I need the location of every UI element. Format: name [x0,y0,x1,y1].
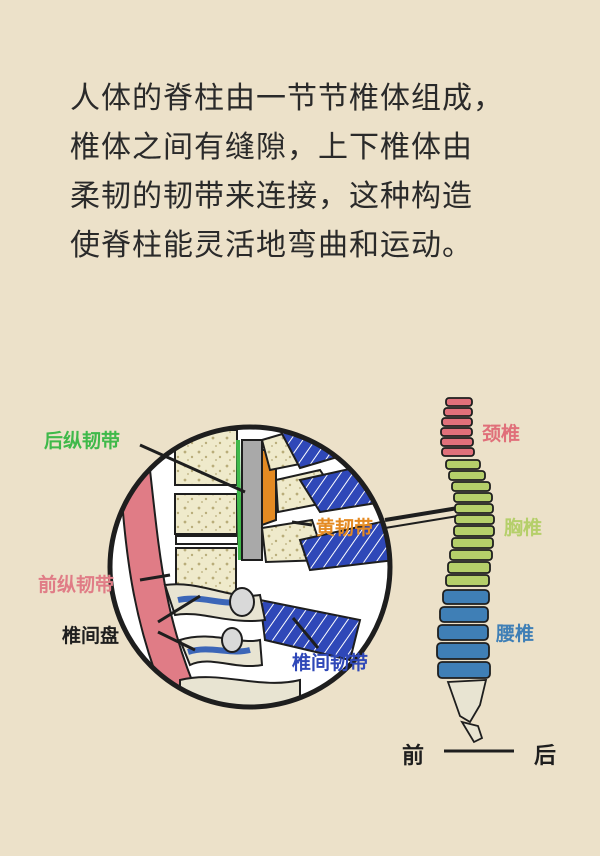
label-thoracic: 胸椎 [504,517,543,539]
label-cervical: 颈椎 [482,423,521,445]
label-yellow-ligament: 黄韧带 [316,517,374,539]
intro-line-2: 椎体之间有缝隙，上下椎体由 [70,130,473,165]
intro-line-4: 使脊柱能灵活地弯曲和运动。 [70,228,473,263]
label-front: 前 [402,743,425,769]
intro-line-1: 人体的脊柱由一节节椎体组成， [70,81,504,116]
label-disc: 椎间盘 [62,625,120,647]
label-back: 后 [534,743,557,769]
posterior-ligament-shape [236,439,242,561]
thoracic-segment [445,459,495,587]
sacrum [446,679,488,744]
label-anterior-ligament: 前纵韧带 [38,574,115,596]
label-interspinous-ligament: 椎间韧带 [292,652,369,674]
pointer-lines [139,443,320,652]
cervical-segment [440,397,475,457]
label-posterior-ligament: 后纵韧带 [44,430,121,452]
lumbar-segment [436,589,491,679]
label-lumbar: 腰椎 [496,623,535,645]
vertebra-body [174,429,238,486]
vertebra-body [174,493,238,535]
spine [436,397,495,744]
zoom-connector [384,506,459,522]
intro-text: 人体的脊柱由一节节椎体组成， 椎体之间有缝隙，上下椎体由 柔韧的韧带来连接，这种… [70,74,550,270]
anterior-ligament-shape [118,469,202,707]
zoom-circle [107,424,393,710]
intro-line-3: 柔韧的韧带来连接，这种构造 [70,179,473,214]
